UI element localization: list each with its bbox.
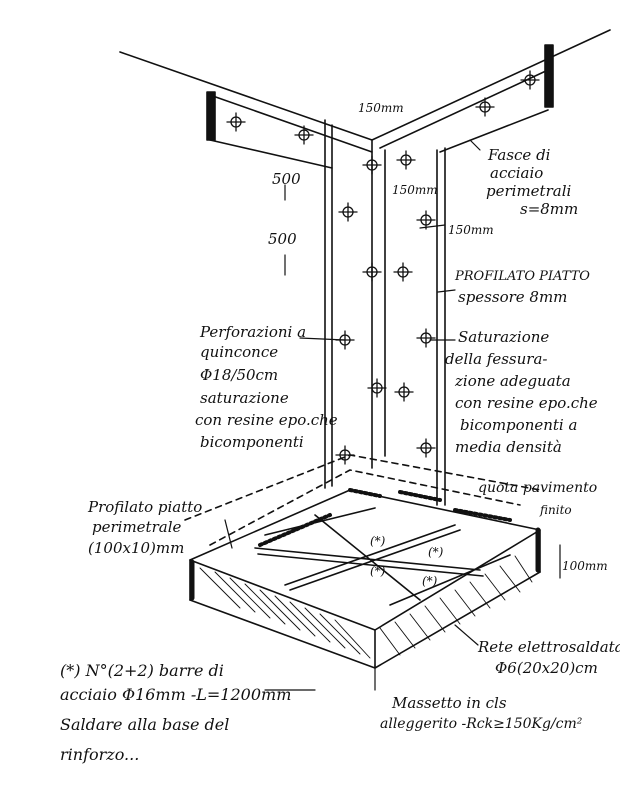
- perforation-marker: [393, 262, 413, 282]
- wall-structure: [119, 29, 611, 506]
- note-line3: Saldare alla base del: [60, 715, 229, 734]
- dim-150-mid: 150mm: [392, 183, 438, 197]
- leader-steel-bands: [469, 139, 481, 151]
- perforation-marker: [416, 328, 436, 348]
- dim-500-a: 500: [272, 170, 301, 188]
- perforation-marker: [394, 382, 414, 402]
- mesh-line2: Φ6(20x20)cm: [495, 659, 598, 677]
- perimeter-profile-line1: Profilato piatto: [87, 498, 202, 516]
- leader-mesh: [454, 624, 479, 646]
- weld-hatch: [453, 508, 512, 522]
- ceiling-edge-right: [371, 29, 611, 141]
- top-band-left-upper: [209, 94, 373, 153]
- asterisk-marker: (*): [370, 564, 386, 578]
- top-band-right-lower: [439, 109, 549, 153]
- leader-perimeter-profile: [224, 519, 233, 549]
- perforation-marker: [475, 97, 495, 117]
- asterisk-marker: (*): [428, 545, 444, 559]
- top-band-right-upper: [379, 69, 549, 149]
- finished-floor-line: [209, 469, 521, 546]
- leader-flat-profile: [437, 289, 456, 293]
- weld-hatch: [258, 513, 332, 547]
- note-line4: rinforzo...: [60, 745, 139, 764]
- perforation-marker: [338, 202, 358, 222]
- perforation-marker: [396, 150, 416, 170]
- perforations-line4: saturazione: [200, 389, 289, 407]
- leader-150-right: [419, 224, 446, 229]
- perforation-markers: [226, 70, 540, 465]
- perforation-marker: [416, 438, 436, 458]
- band-end-right: [544, 44, 554, 108]
- flat-profile-line1: PROFILATO PIATTO: [454, 269, 590, 284]
- perforation-marker: [362, 155, 382, 175]
- steel-bar: [284, 524, 456, 586]
- band-end-left: [206, 91, 216, 141]
- steel-bands-line4: s=8mm: [520, 200, 578, 218]
- flat-profile-line2: spessore 8mm: [458, 288, 567, 306]
- perforations-line6: bicomponenti: [200, 433, 304, 451]
- dim-150-right: 150mm: [448, 223, 494, 237]
- leader-lines: [224, 139, 561, 691]
- perforations-line1: Perforazioni a: [199, 323, 306, 341]
- steel-bands-line2: acciaio: [490, 164, 543, 182]
- perforation-marker: [294, 125, 314, 145]
- steel-bands-line3: perimetrali: [486, 182, 571, 200]
- perforations-line2: quinconce: [200, 343, 278, 361]
- saturation-line1: Saturazione: [458, 328, 549, 346]
- floor-level-line2: finito: [539, 503, 572, 517]
- screed-hatching: [199, 555, 533, 659]
- note-line1: (*) N°(2+2) barre di: [60, 661, 224, 680]
- steel-bar: [314, 514, 421, 601]
- ceiling-edge-left: [119, 51, 373, 141]
- weld-hatch: [348, 488, 382, 498]
- screed-line2: alleggerito -Rck≥150Kg/cm²: [380, 716, 583, 732]
- steel-bands-line1: Fasce di: [487, 146, 551, 164]
- floor-level-line1: quota pavimento: [478, 480, 597, 496]
- note-line2: acciaio Φ16mm -L=1200mm: [60, 685, 291, 704]
- dim-150-top: 150mm: [358, 101, 404, 115]
- asterisk-marker: (*): [370, 534, 386, 548]
- perforation-marker: [226, 112, 246, 132]
- top-band-left-lower: [209, 139, 333, 169]
- steel-bar: [389, 554, 511, 606]
- perforation-marker: [367, 378, 387, 398]
- mesh-line1: Rete elettrosaldata: [477, 638, 620, 656]
- perimeter-profile-line3: (100x10)mm: [88, 539, 184, 557]
- floor-level-line: [184, 454, 541, 521]
- steel-bar: [254, 547, 481, 571]
- perforations-line3: Φ18/50cm: [200, 366, 278, 384]
- leader-perforations: [299, 337, 346, 341]
- perforation-marker: [520, 70, 540, 90]
- saturation-line6: media densità: [455, 438, 562, 456]
- weld-hatch: [398, 490, 442, 502]
- dim-500-b: 500: [268, 230, 297, 248]
- steel-bar: [264, 507, 376, 536]
- saturation-line4: con resine epo.che: [455, 394, 598, 412]
- perforations-line5: con resine epo.che: [195, 411, 338, 429]
- saturation-line3: zione adeguata: [454, 372, 571, 390]
- dim-100: 100mm: [562, 559, 608, 573]
- perforation-marker: [416, 210, 436, 230]
- perimeter-profile-line2: perimetrale: [92, 518, 181, 536]
- steel-bar: [257, 553, 484, 577]
- saturation-line5: bicomponenti a: [460, 416, 577, 434]
- perforation-marker: [362, 262, 382, 282]
- steel-bar: [289, 529, 461, 591]
- saturation-line2: della fessura-: [445, 350, 547, 368]
- asterisk-marker: (*): [422, 574, 438, 588]
- screed-line1: Massetto in cls: [391, 694, 507, 712]
